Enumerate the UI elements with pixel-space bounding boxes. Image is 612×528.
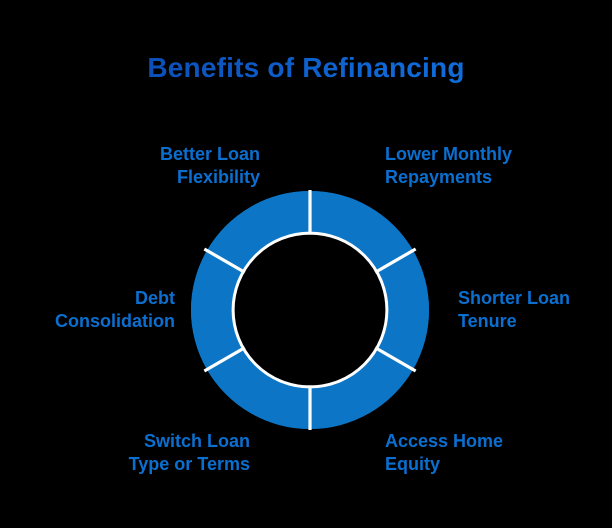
page-title: Benefits of Refinancing [0,52,612,84]
benefit-label-shorter-loan-tenure: Shorter Loan Tenure [458,288,571,332]
benefit-label-switch-loan-type-or-terms: Switch Loan Type or Terms [128,431,250,475]
donut-inner-edge [231,231,389,389]
donut-chart [190,190,430,430]
benefit-label-debt-consolidation: Debt Consolidation [55,288,175,332]
donut-chart-svg [190,190,430,430]
benefit-label-access-home-equity: Access Home Equity [385,431,504,475]
donut-hole [234,234,386,386]
benefit-label-better-loan-flexibility: Better Loan Flexibility [159,144,260,188]
benefit-label-lower-monthly-repayments: Lower Monthly Repayments [385,144,512,188]
